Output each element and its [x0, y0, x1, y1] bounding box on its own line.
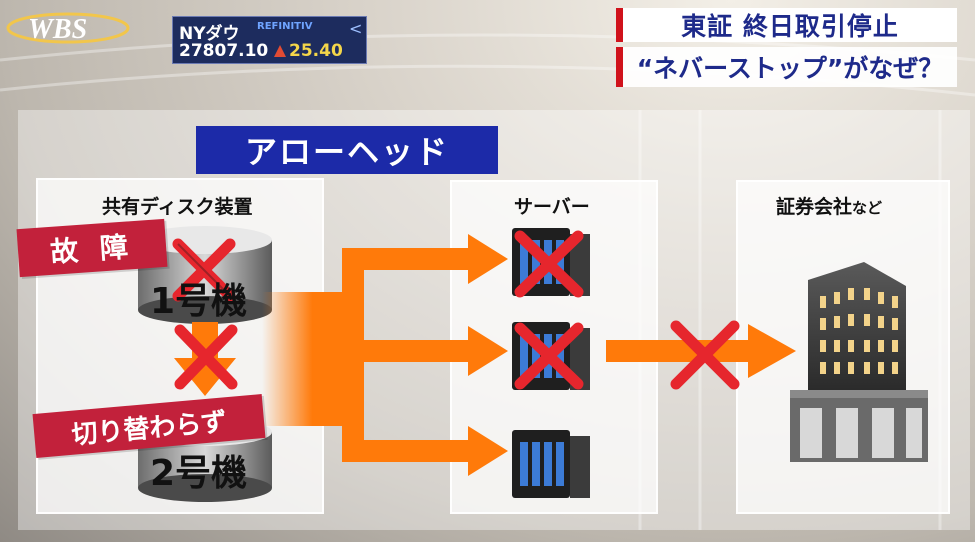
shared-disk-title: 共有ディスク装置: [102, 196, 253, 218]
cross-icon-disk1: [172, 238, 236, 302]
cross-icons: [172, 230, 740, 390]
headline-line1: 東証 終日取引停止: [616, 8, 957, 42]
headline-box: 東証 終日取引停止 “ネバーストップ”がなぜ？: [616, 8, 957, 87]
disk-2-label: 2号機: [150, 453, 248, 494]
disk-1-label: 1号機: [150, 281, 248, 322]
server-3: [512, 430, 590, 498]
triangle-up-icon: [274, 45, 286, 57]
cross-icon-failover: [174, 324, 238, 390]
ticker-box: NYダウ REFINITIV < 27807.10 25.40: [172, 16, 367, 64]
cross-icon-client: [670, 320, 740, 390]
client-title-main: 証券会社: [776, 196, 853, 218]
client-title-suffix: など: [852, 199, 883, 217]
svg-text:WBS: WBS: [28, 14, 87, 45]
cross-icon-server2: [514, 322, 584, 390]
client-title: 証券会社など: [776, 192, 882, 219]
fault-label: 故 障: [16, 218, 168, 278]
headline-line2: “ネバーストップ”がなぜ？: [616, 47, 957, 87]
arrowhead-banner: アローヘッド: [196, 126, 498, 174]
server-title: サーバー: [514, 196, 590, 218]
ticker-value: 27807.10: [179, 41, 269, 61]
ticker-change: 25.40: [289, 41, 343, 61]
chevron-left-icon: <: [349, 19, 363, 38]
ticker-source: REFINITIV: [257, 21, 313, 32]
wbs-logo: WBS: [6, 12, 130, 45]
office-building-icon: [790, 262, 928, 462]
flow-arrows: [262, 234, 796, 476]
ticker-name: NYダウ: [179, 24, 240, 44]
cross-icon-server1: [514, 230, 584, 298]
